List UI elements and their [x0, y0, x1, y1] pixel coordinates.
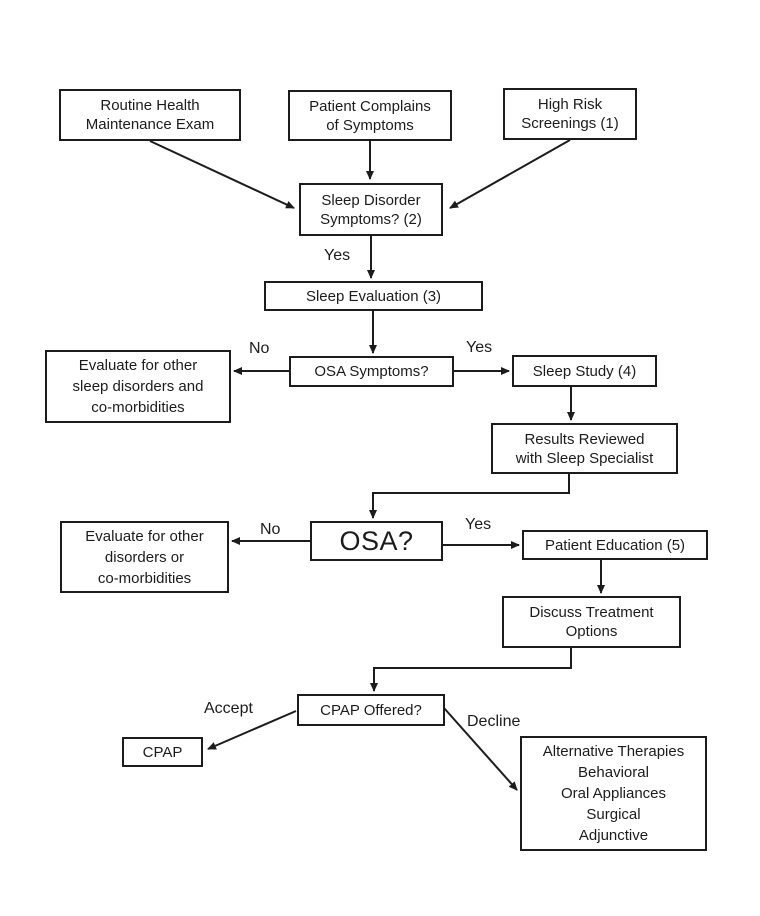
edge-discuss-to-cpapoffered	[370, 648, 572, 692]
node-cpap: CPAP	[122, 737, 203, 767]
edge-label-no-osa: No	[260, 521, 281, 538]
node-evaluate-other-sleep-disorders: Evaluate for other sleep disorders and c…	[45, 350, 231, 423]
edge-label-yes-symptoms: Yes	[324, 247, 351, 264]
edge-results-to-osa	[369, 474, 570, 519]
node-high-risk-screenings: High Risk Screenings (1)	[503, 88, 637, 140]
edge-label-no-osa-symptoms: No	[249, 340, 270, 357]
edge-label-decline: Decline	[467, 713, 521, 730]
node-routine-health-maintenance-exam: Routine Health Maintenance Exam	[59, 89, 241, 141]
node-alternative-therapies: Alternative Therapies Behavioral Oral Ap…	[520, 736, 707, 851]
node-cpap-offered: CPAP Offered?	[297, 694, 445, 726]
node-evaluate-other-disorders: Evaluate for other disorders or co-morbi…	[60, 521, 229, 593]
node-sleep-evaluation: Sleep Evaluation (3)	[264, 281, 483, 311]
edge-routine-to-symptoms	[149, 140, 295, 209]
edge-cpapoffered-decline	[443, 707, 518, 791]
node-osa-symptoms: OSA Symptoms?	[289, 356, 454, 387]
node-sleep-disorder-symptoms: Sleep Disorder Symptoms? (2)	[299, 183, 443, 236]
node-patient-education: Patient Education (5)	[522, 530, 708, 560]
node-discuss-treatment-options: Discuss Treatment Options	[502, 596, 681, 648]
edge-label-yes-osa: Yes	[465, 516, 492, 533]
edge-label-yes-osa-symptoms: Yes	[466, 339, 493, 356]
edge-highrisk-to-symptoms	[449, 139, 571, 209]
node-patient-complains-of-symptoms: Patient Complains of Symptoms	[288, 90, 452, 141]
node-sleep-study: Sleep Study (4)	[512, 355, 657, 387]
node-results-reviewed: Results Reviewed with Sleep Specialist	[491, 423, 678, 474]
edge-cpapoffered-accept	[207, 710, 297, 750]
edge-label-accept: Accept	[204, 700, 253, 717]
node-osa: OSA?	[310, 521, 443, 561]
